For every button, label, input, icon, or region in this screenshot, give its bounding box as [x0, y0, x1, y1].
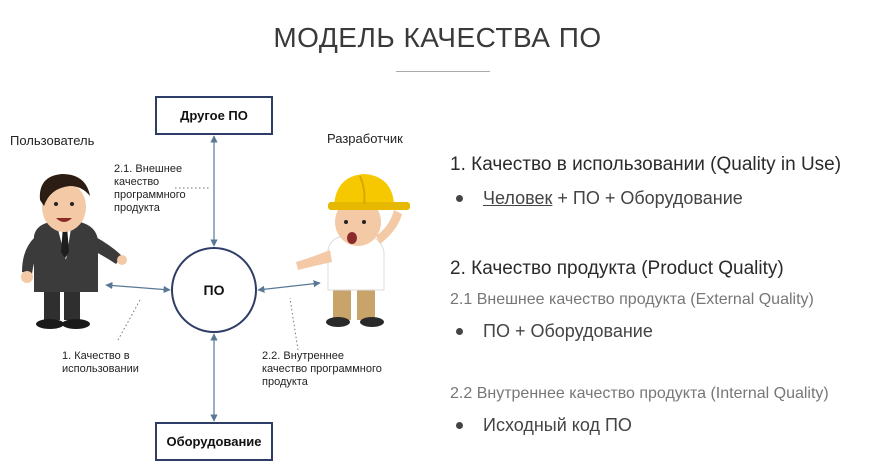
- other-software-box: [155, 96, 273, 135]
- leader-use: [117, 299, 141, 341]
- list-item-use-rest: + ПО + Оборудование: [552, 188, 743, 208]
- subheading-internal: 2.2 Внутреннее качество продукта (Intern…: [450, 385, 829, 402]
- heading-quality-in-use: 1. Качество в использовании (Quality in …: [450, 154, 842, 175]
- user-label: Пользователь: [10, 133, 95, 148]
- list-item-internal: Исходный код ПО: [450, 415, 632, 436]
- internal-quality-label: 2.2. Внутреннее качество программного пр…: [262, 350, 382, 388]
- external-quality-label: 2.1. Внешнее качество программного проду…: [114, 163, 186, 214]
- page-title: МОДЕЛЬ КАЧЕСТВА ПО: [273, 22, 602, 53]
- user-figure-icon: [21, 174, 127, 329]
- quality-in-use-label: 1. Качество в использовании: [62, 350, 139, 375]
- developer-figure-icon: [296, 174, 410, 327]
- human-link[interactable]: Человек: [483, 188, 553, 208]
- subheading-external: 2.1 Внешнее качество продукта (External …: [450, 291, 814, 308]
- bullet-icon: [456, 328, 463, 335]
- heading-product-quality: 2. Качество продукта (Product Quality): [450, 258, 784, 279]
- list-item-external-text: ПО + Оборудование: [483, 321, 653, 341]
- bullet-icon: [456, 422, 463, 429]
- list-item-external: ПО + Оборудование: [450, 321, 653, 342]
- arrow-developer: [257, 280, 321, 293]
- hardware-box: [155, 422, 273, 461]
- arrow-user: [105, 281, 171, 294]
- title-divider: [396, 71, 490, 72]
- list-item-internal-text: Исходный код ПО: [483, 415, 632, 435]
- hardware-label: Оборудование: [166, 434, 262, 449]
- developer-label: Разработчик: [327, 131, 403, 146]
- other-software-label: Другое ПО: [180, 108, 248, 123]
- software-circle: [171, 247, 257, 333]
- list-item-use: Человек + ПО + Оборудование: [450, 188, 743, 209]
- leader-internal: [289, 297, 299, 351]
- software-label: ПО: [203, 282, 225, 298]
- bullet-icon: [456, 195, 463, 202]
